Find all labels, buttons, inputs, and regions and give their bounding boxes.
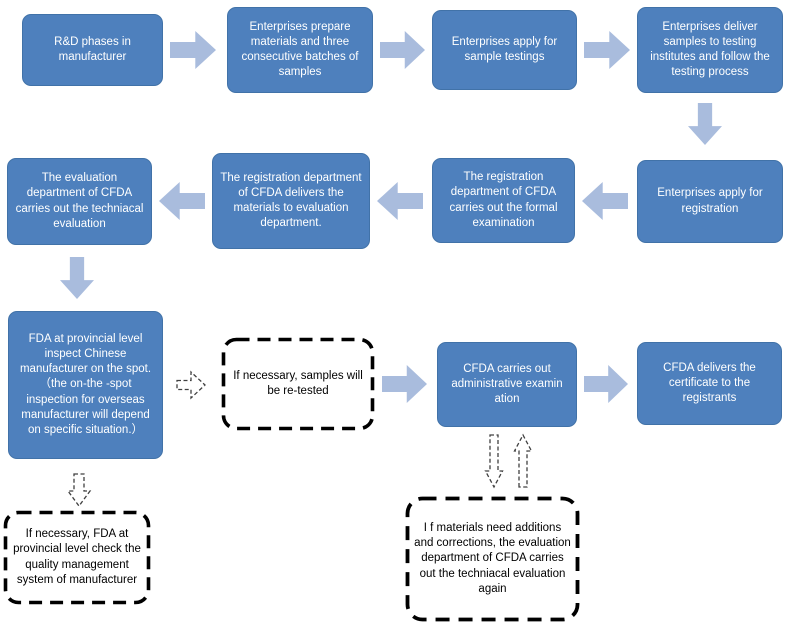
flow-step-administrative-examination: CFDA carries out administrative examin a…	[437, 342, 577, 427]
flow-step-onsite-inspection: FDA at provincial level inspect Chinese …	[8, 311, 163, 459]
arrow-right-icon	[380, 31, 425, 69]
conditional-quality-check: If necessary, FDA at provincial level ch…	[3, 510, 151, 605]
flow-step-deliver-materials: The registration department of CFDA deli…	[212, 153, 370, 249]
conditional-reevaluation: I f materials need additions and correct…	[405, 496, 580, 622]
arrow-right-icon	[382, 365, 427, 403]
flow-step-apply-sample-testing: Enterprises apply for sample testings	[432, 10, 577, 90]
flow-step-technical-evaluation: The evaluation department of CFDA carrie…	[7, 158, 152, 245]
arrow-down-icon	[60, 257, 94, 299]
arrow-right-icon	[584, 31, 630, 69]
arrow-right-icon	[170, 31, 216, 69]
flow-step-deliver-samples: Enterprises deliver samples to testing i…	[637, 7, 783, 93]
flow-step-prepare-materials: Enterprises prepare materials and three …	[227, 7, 373, 93]
dashed-arrow-up-icon	[512, 433, 534, 494]
dashed-arrow-right-icon	[175, 368, 207, 407]
dashed-arrow-down-icon	[484, 433, 504, 494]
conditional-reevaluation-text: I f materials need additions and correct…	[414, 522, 571, 595]
flow-step-formal-examination: The registration department of CFDA carr…	[432, 158, 575, 243]
conditional-retest-text: If necessary, samples will be re-tested	[233, 369, 363, 397]
arrow-left-icon	[377, 182, 423, 220]
flow-step-deliver-certificate: CFDA delivers the certificate to the reg…	[637, 342, 782, 425]
conditional-retest: If necessary, samples will be re-tested	[221, 337, 375, 431]
dashed-arrow-down-icon	[66, 472, 92, 514]
flow-step-apply-registration: Enterprises apply for registration	[637, 160, 783, 243]
arrow-down-icon	[688, 103, 722, 145]
arrow-left-icon	[159, 182, 205, 220]
flow-step-rd-phases: R&D phases in manufacturer	[22, 14, 163, 86]
arrow-left-icon	[582, 182, 628, 220]
arrow-right-icon	[584, 365, 628, 403]
conditional-quality-check-text: If necessary, FDA at provincial level ch…	[13, 528, 141, 586]
